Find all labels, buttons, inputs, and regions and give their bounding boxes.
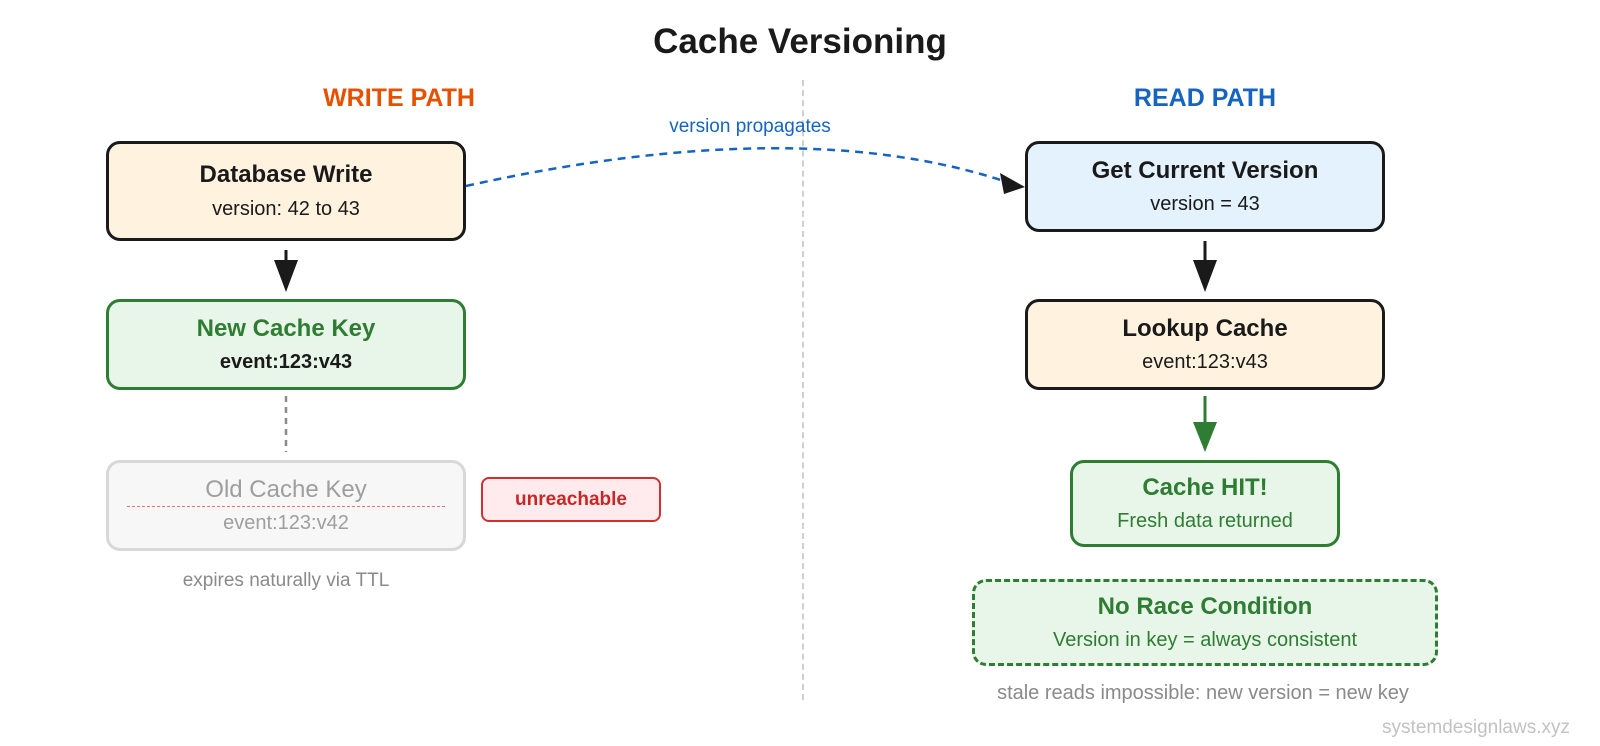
stale-reads-note: stale reads impossible: new version = ne… (997, 682, 1409, 704)
new-cache-key-box: New Cache Key event:123:v43 (106, 299, 466, 390)
expires-note: expires naturally via TTL (182, 570, 390, 591)
get-current-version-title: Get Current Version (1091, 157, 1319, 185)
version-propagation-arrowhead (1000, 173, 1025, 194)
cache-hit-detail: Fresh data returned (1117, 509, 1293, 532)
database-write-box: Database Write version: 42 to 43 (106, 141, 466, 241)
version-propagation-arrow (465, 147, 1011, 188)
old-cache-key-box: Old Cache Key event:123:v42 (106, 460, 466, 551)
new-cache-key-value: event:123:v43 (219, 350, 353, 373)
unreachable-label: unreachable (515, 488, 627, 510)
no-race-condition-detail: Version in key = always consistent (1052, 628, 1358, 651)
database-write-title: Database Write (199, 160, 373, 188)
watermark: systemdesignlaws.xyz (1382, 717, 1570, 738)
version-propagates-label: version propagates (669, 116, 831, 137)
no-race-condition-title: No Race Condition (1097, 593, 1313, 621)
get-current-version-value: version = 43 (1150, 192, 1260, 215)
old-cache-key-title: Old Cache Key (205, 476, 367, 504)
center-divider (802, 80, 804, 700)
db-to-newkey-arrowhead (274, 260, 298, 292)
no-race-condition-box: No Race Condition Version in key = alway… (972, 579, 1438, 666)
lookup-cache-title: Lookup Cache (1122, 315, 1288, 343)
lookup-cache-key: event:123:v43 (1142, 350, 1268, 373)
database-write-version: version: 42 to 43 (212, 198, 360, 221)
diagram-title: Cache Versioning (653, 22, 947, 61)
lookup-cache-box: Lookup Cache event:123:v43 (1025, 299, 1385, 390)
unreachable-badge: unreachable (481, 477, 661, 522)
new-cache-key-title: New Cache Key (196, 315, 376, 343)
old-cache-key-value: event:123:v42 (223, 511, 349, 534)
get-current-version-box: Get Current Version version = 43 (1025, 141, 1385, 232)
lookup-to-hit-arrowhead (1193, 422, 1217, 452)
cache-hit-box: Cache HIT! Fresh data returned (1070, 460, 1340, 547)
write-path-title: WRITE PATH (323, 84, 475, 112)
cache-hit-title: Cache HIT! (1142, 474, 1268, 502)
version-to-lookup-arrowhead (1193, 260, 1217, 292)
read-path-title: READ PATH (1133, 84, 1277, 112)
strikethrough-line (127, 506, 445, 507)
